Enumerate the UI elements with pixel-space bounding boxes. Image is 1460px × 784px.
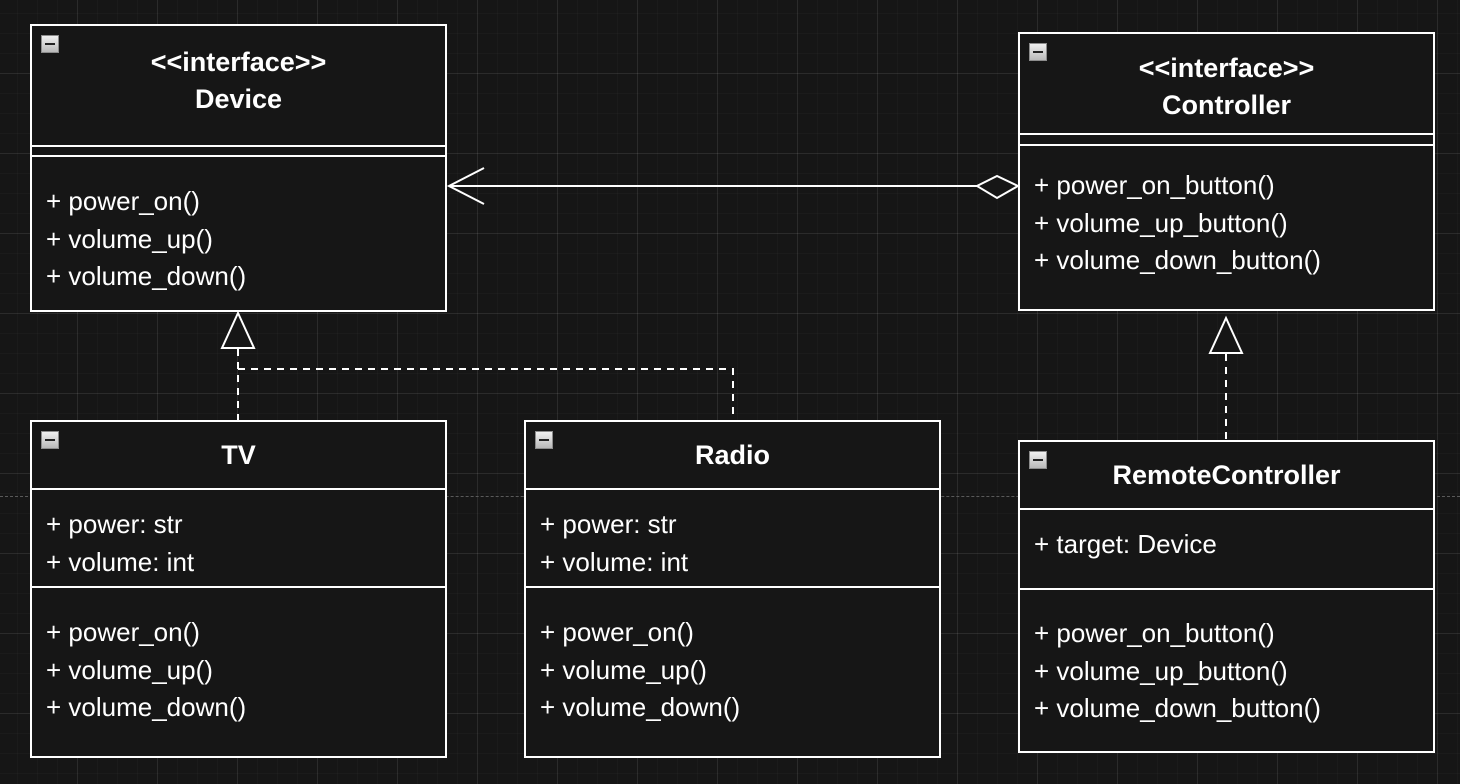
attribute-item: + volume: int xyxy=(540,546,689,577)
method-section: + power_on() + volume_up() + volume_down… xyxy=(32,157,445,296)
method-item: + volume_up() xyxy=(540,654,707,685)
collapse-icon[interactable] xyxy=(41,35,59,53)
class-header: RemoteController xyxy=(1020,442,1433,510)
stereotype-label: <<interface>> xyxy=(1138,53,1315,83)
attribute-item: + volume: int xyxy=(46,546,195,577)
method-section: + power_on() + volume_up() + volume_down… xyxy=(526,588,939,727)
class-header: TV xyxy=(32,422,445,490)
class-header: <<interface>> Device xyxy=(32,26,445,147)
device-realization-edge[interactable] xyxy=(220,310,734,420)
method-section: + power_on_button() + volume_up_button()… xyxy=(1020,146,1433,280)
method-item: + volume_up_button() xyxy=(1034,655,1288,686)
collapse-icon[interactable] xyxy=(1029,43,1047,61)
attribute-section xyxy=(32,147,445,157)
attribute-item: + target: Device xyxy=(1034,529,1217,559)
collapse-icon[interactable] xyxy=(535,431,553,449)
class-controller[interactable]: <<interface>> Controller + power_on_butt… xyxy=(1018,32,1435,311)
method-item: + volume_up() xyxy=(46,654,213,685)
class-tv[interactable]: TV + power: str + volume: int + power_on… xyxy=(30,420,447,758)
class-name: Controller xyxy=(1161,90,1291,120)
attribute-section: + target: Device xyxy=(1020,510,1433,590)
class-header: <<interface>> Controller xyxy=(1020,34,1433,135)
aggregation-edge[interactable] xyxy=(446,167,1021,205)
method-item: + power_on_button() xyxy=(1034,170,1275,200)
method-item: + volume_up_button() xyxy=(1034,207,1288,238)
method-section: + power_on() + volume_up() + volume_down… xyxy=(32,588,445,727)
class-device[interactable]: <<interface>> Device + power_on() + volu… xyxy=(30,24,447,312)
collapse-icon[interactable] xyxy=(41,431,59,449)
class-header: Radio xyxy=(526,422,939,490)
collapse-icon[interactable] xyxy=(1029,451,1047,469)
method-section: + power_on_button() + volume_up_button()… xyxy=(1020,590,1433,728)
class-name: TV xyxy=(221,440,256,470)
controller-realization-edge[interactable] xyxy=(1208,315,1244,440)
method-item: + volume_down_button() xyxy=(1034,245,1321,275)
attribute-section: + power: str + volume: int xyxy=(526,490,939,588)
method-item: + volume_down() xyxy=(540,692,741,722)
method-item: + volume_down() xyxy=(46,261,247,291)
method-item: + volume_down() xyxy=(46,692,247,722)
method-item: + power_on() xyxy=(46,186,200,216)
class-name: Radio xyxy=(694,440,770,470)
class-name: Device xyxy=(194,84,283,114)
class-name: RemoteController xyxy=(1112,460,1341,490)
attribute-section xyxy=(1020,135,1433,146)
class-radio[interactable]: Radio + power: str + volume: int + power… xyxy=(524,420,941,758)
method-item: + volume_down_button() xyxy=(1034,693,1321,723)
method-item: + power_on() xyxy=(46,617,200,647)
method-item: + power_on() xyxy=(540,617,694,647)
stereotype-label: <<interface>> xyxy=(150,47,327,77)
attribute-item: + power: str xyxy=(46,509,183,539)
attribute-item: + power: str xyxy=(540,509,677,539)
class-remote-controller[interactable]: RemoteController + target: Device + powe… xyxy=(1018,440,1435,753)
method-item: + power_on_button() xyxy=(1034,618,1275,648)
method-item: + volume_up() xyxy=(46,223,213,254)
attribute-section: + power: str + volume: int xyxy=(32,490,445,588)
